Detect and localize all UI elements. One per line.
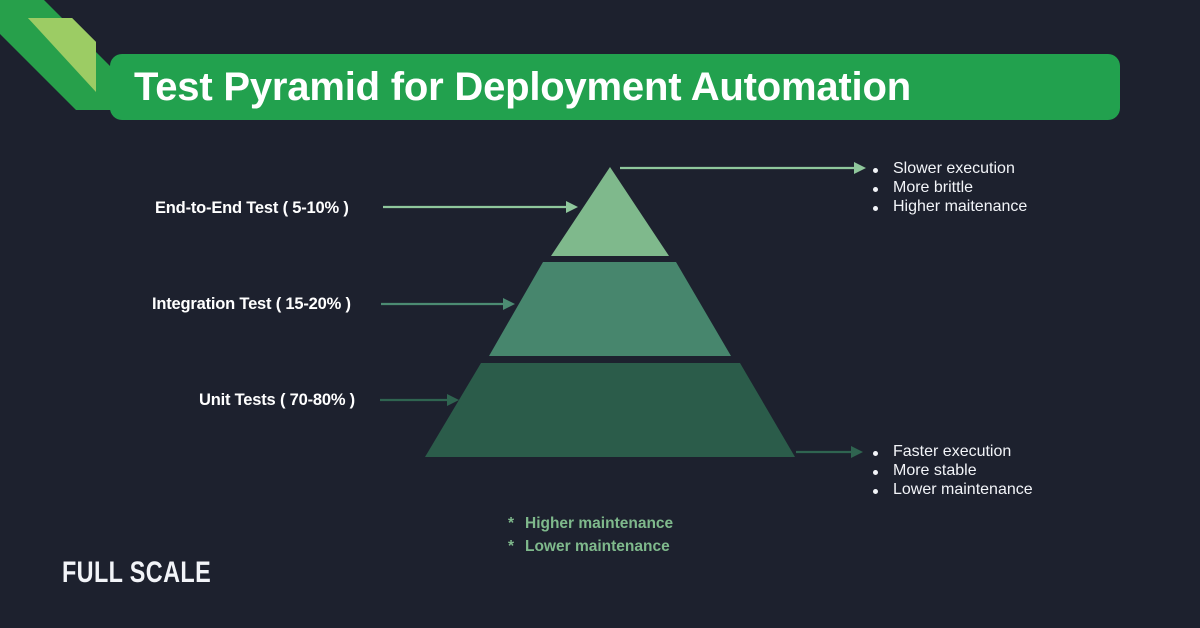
tier-label-integration-text: Integration Test	[152, 295, 272, 313]
asterisk-icon: *	[508, 515, 515, 532]
page-title: Test Pyramid for Deployment Automation	[134, 64, 911, 109]
legend-item-higher-label: Higher maintenance	[525, 515, 674, 532]
tier-label-end-to-end: End-to-End Test ( 5-10% )	[155, 199, 349, 218]
list-item: Slower execution	[869, 160, 1027, 179]
list-item: Higher maitenance	[869, 198, 1027, 217]
corner-ribbon-decoration	[0, 0, 120, 110]
brand-logo: FULL SCALE	[62, 556, 212, 589]
list-item: Faster execution	[869, 443, 1033, 462]
arrow-unit	[380, 394, 459, 406]
legend: * Higher maintenance * Lower maintenance	[508, 512, 673, 558]
arrow-integration	[381, 298, 515, 310]
ribbon-stripe-light-top	[28, 18, 96, 42]
tier-label-unit: Unit Tests ( 70-80% )	[199, 391, 355, 410]
pyramid-tier-integration	[489, 262, 731, 356]
arrow-top-callout	[620, 162, 866, 174]
pyramid-tier-end-to-end	[551, 167, 669, 256]
tier-label-unit-percent: ( 70-80% )	[279, 391, 355, 409]
tier-label-integration-percent: ( 15-20% )	[275, 295, 351, 313]
list-item: More brittle	[869, 179, 1027, 198]
asterisk-icon: *	[508, 538, 515, 555]
list-item: More stable	[869, 462, 1033, 481]
arrow-bottom-callout	[796, 446, 863, 458]
arrow-end-to-end	[383, 201, 578, 213]
tier-label-end-to-end-percent: ( 5-10% )	[282, 199, 349, 217]
tier-label-end-to-end-text: End-to-End Test	[155, 199, 279, 217]
legend-item-lower: * Lower maintenance	[508, 535, 673, 558]
tier-label-unit-text: Unit Tests	[199, 391, 276, 409]
legend-item-higher: * Higher maintenance	[508, 512, 673, 535]
pyramid-tier-unit	[425, 363, 795, 457]
list-item: Lower maintenance	[869, 481, 1033, 500]
page-title-bar: Test Pyramid for Deployment Automation	[110, 54, 1120, 120]
top-callout-list: Slower execution More brittle Higher mai…	[869, 160, 1027, 216]
bottom-callout-list: Faster execution More stable Lower maint…	[869, 443, 1033, 499]
tier-label-integration: Integration Test ( 15-20% )	[152, 295, 351, 314]
legend-item-lower-label: Lower maintenance	[525, 538, 670, 555]
